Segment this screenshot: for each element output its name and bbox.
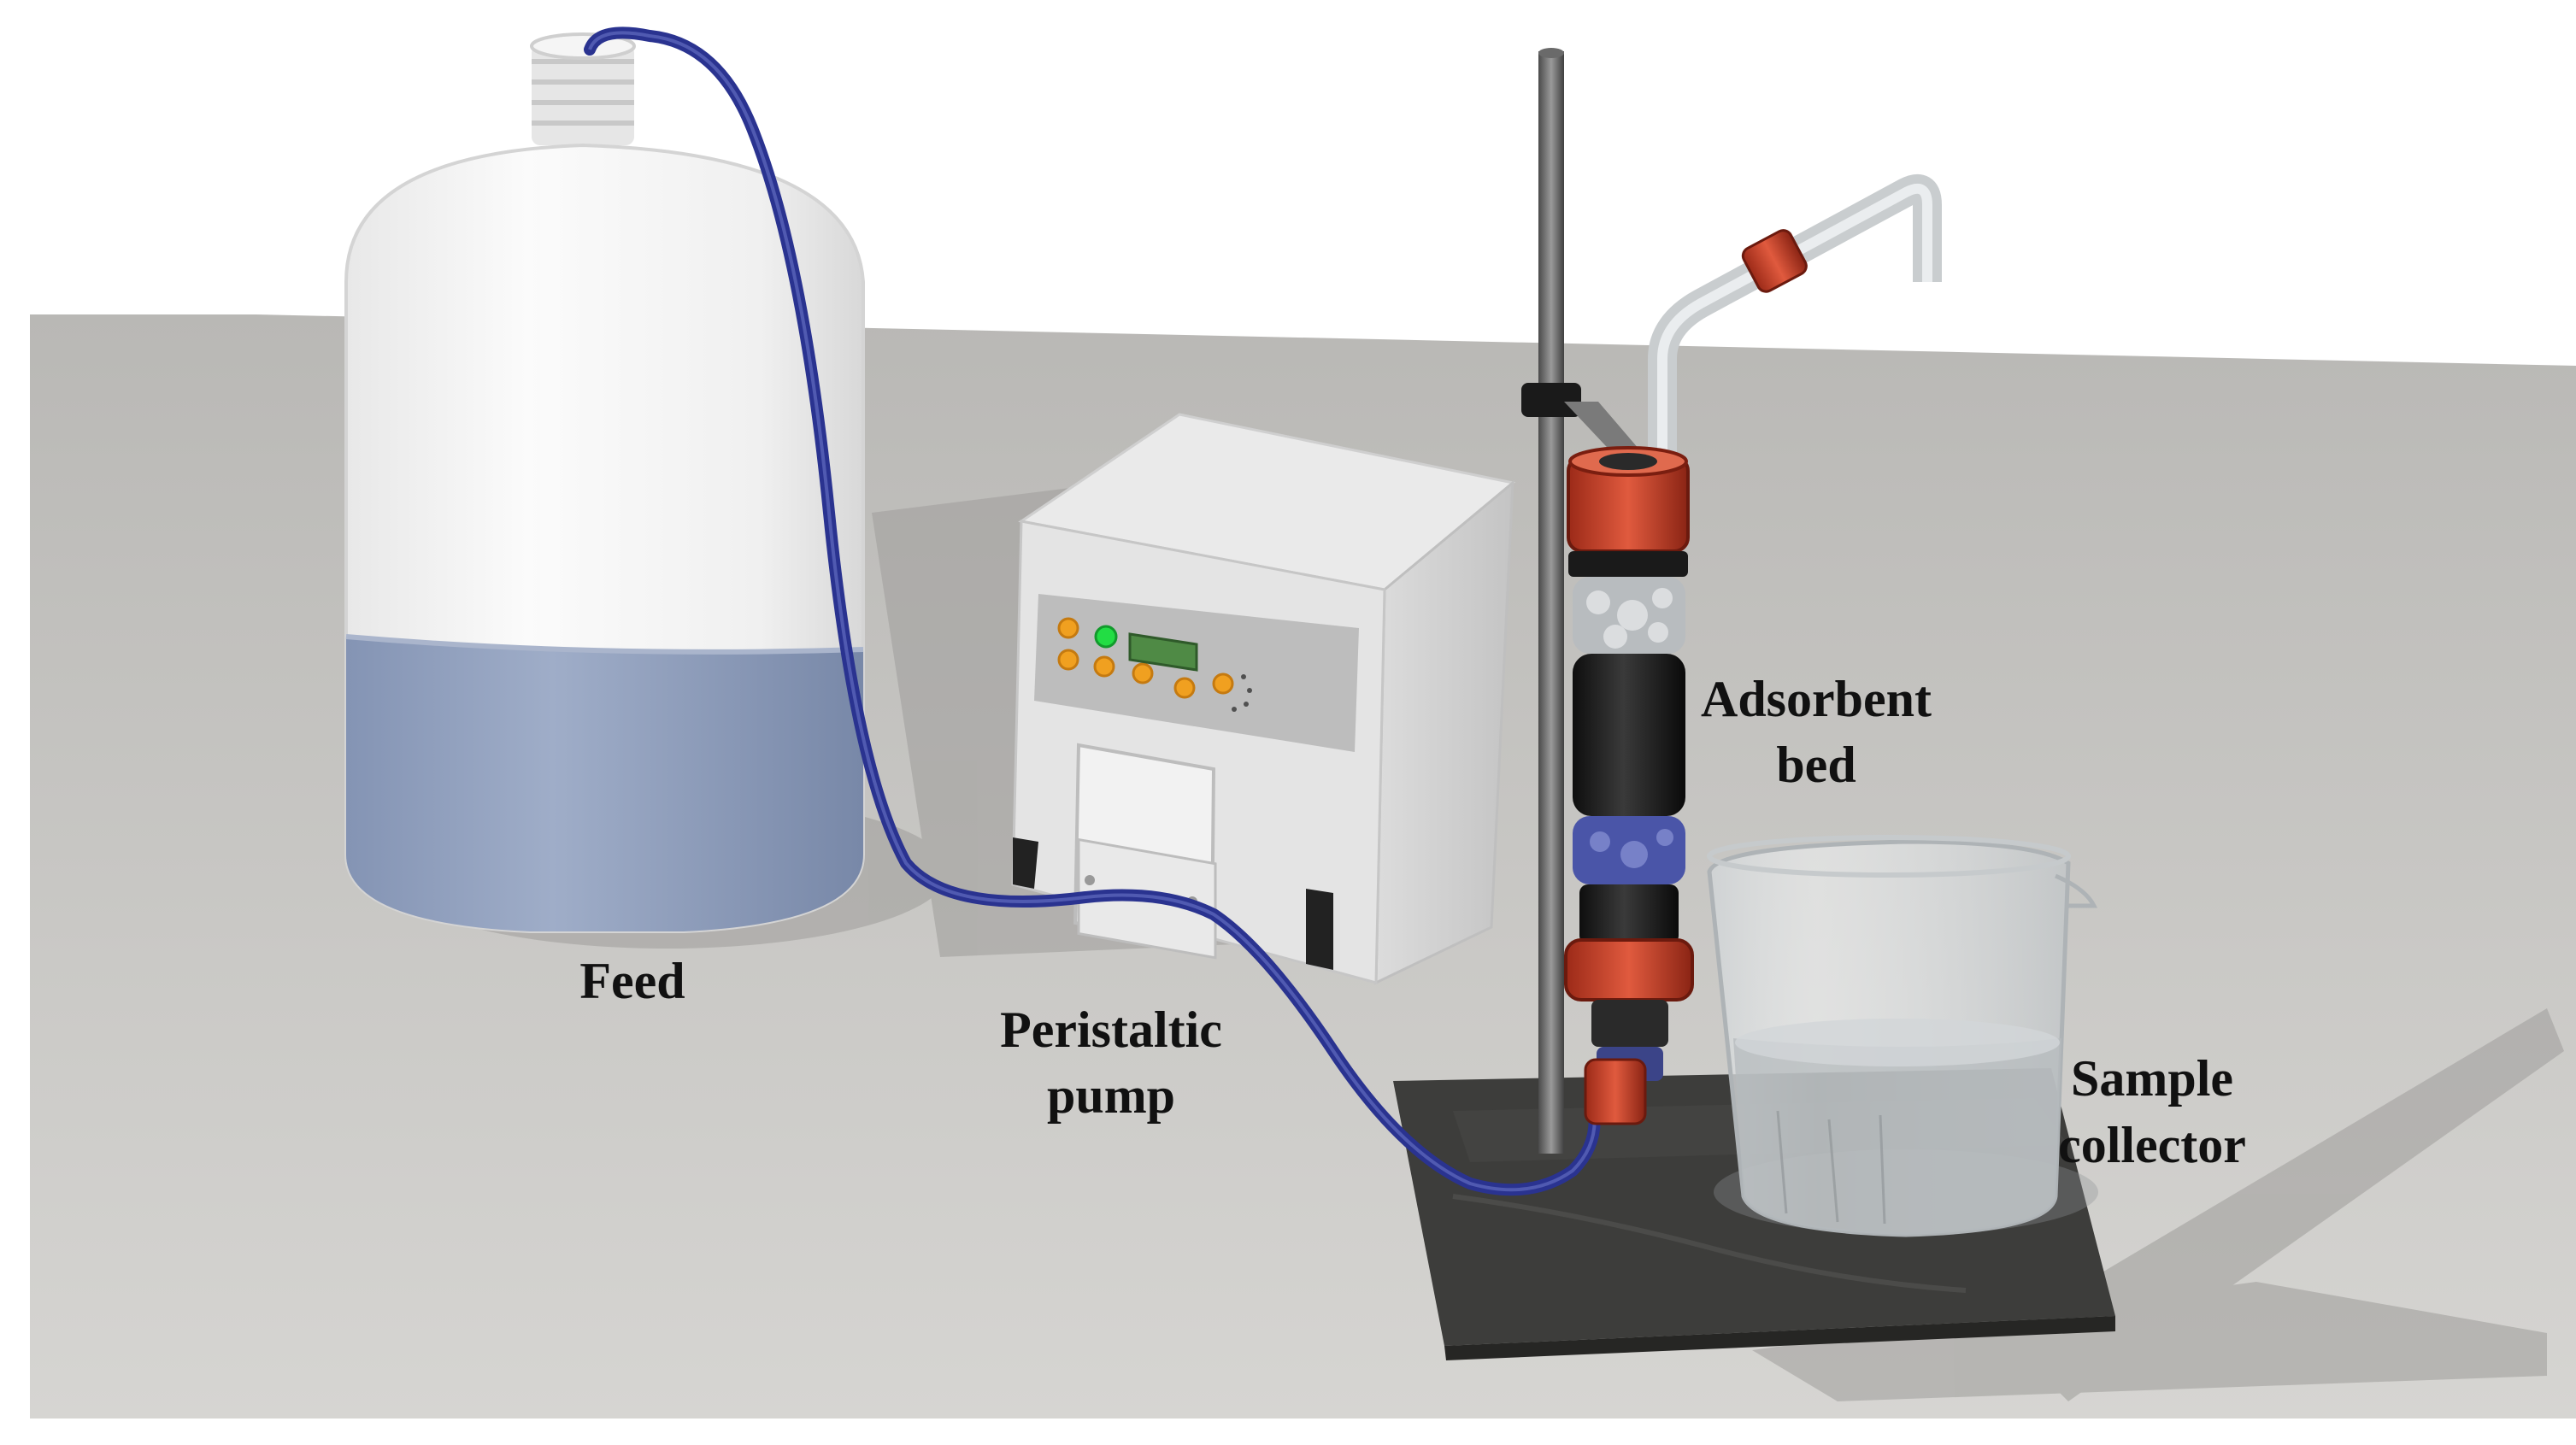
label-pump: pump bbox=[1047, 1067, 1175, 1124]
feed-bottle bbox=[344, 32, 865, 933]
pump-display bbox=[1128, 632, 1198, 672]
peristaltic-pump bbox=[1011, 413, 1516, 985]
retort-stand bbox=[1521, 48, 1650, 1154]
label-feed: Feed bbox=[579, 953, 685, 1009]
pump-led-icon bbox=[1094, 625, 1118, 649]
labels: Feed Peristaltic pump Adsorbent bed Samp… bbox=[579, 671, 2246, 1173]
label-sample: Sample bbox=[2071, 1050, 2233, 1107]
pump-buttons bbox=[1057, 617, 1234, 699]
label-collector: collector bbox=[2058, 1117, 2246, 1173]
label-bed: bed bbox=[1776, 737, 1856, 793]
label-peristaltic: Peristaltic bbox=[1000, 1002, 1222, 1058]
sample-collector-beaker bbox=[1707, 835, 2098, 1237]
label-adsorbent: Adsorbent bbox=[1701, 671, 1932, 727]
adsorbent-column bbox=[1564, 174, 1942, 1125]
